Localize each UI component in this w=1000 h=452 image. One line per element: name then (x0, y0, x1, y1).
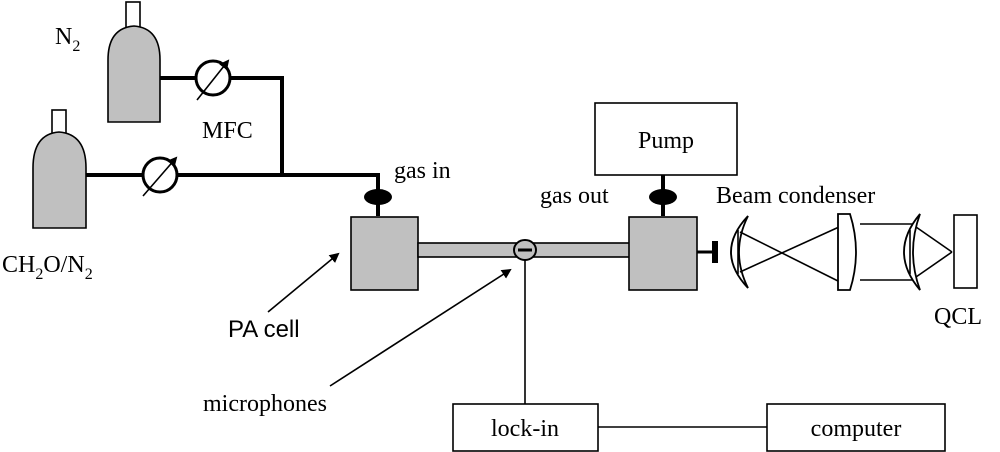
qcl-label: QCL (934, 304, 982, 330)
pa-cell-label: PA cell (228, 316, 300, 343)
beam-condenser-label: Beam condenser (716, 183, 875, 209)
mfc-valve-upper (194, 59, 232, 101)
lock-in-box (452, 403, 599, 452)
microphones-label: microphones (203, 391, 327, 417)
pump-box (594, 102, 738, 176)
gas-in-label: gas in (394, 158, 451, 184)
computer-label: computer (811, 416, 902, 442)
computer-box (766, 403, 946, 452)
n2-gas-cylinder (107, 1, 161, 123)
pump-label: Pump (638, 128, 694, 154)
pa-cell-right-chamber (628, 216, 698, 291)
cell-window (712, 241, 718, 263)
gas-out-label: gas out (540, 183, 609, 209)
ch2o-gas-cylinder (32, 109, 87, 229)
microphones-arrow (329, 268, 512, 387)
ch2o-n2-label: CH2O/N2 (2, 252, 93, 283)
n2-label: N2 (55, 24, 80, 55)
mfc-valve-lower (141, 156, 179, 197)
gas-out-valve (649, 189, 677, 205)
microphone (513, 239, 537, 261)
lock-in-label: lock-in (491, 416, 559, 442)
qcl-laser (953, 214, 978, 289)
pa-cell-arrow (267, 252, 340, 313)
pa-cell-left-chamber (350, 216, 419, 291)
gas-in-valve (364, 189, 392, 205)
mixed-gas-line (86, 173, 380, 200)
beam-condenser (730, 213, 953, 291)
mfc-label: MFC (202, 118, 253, 144)
